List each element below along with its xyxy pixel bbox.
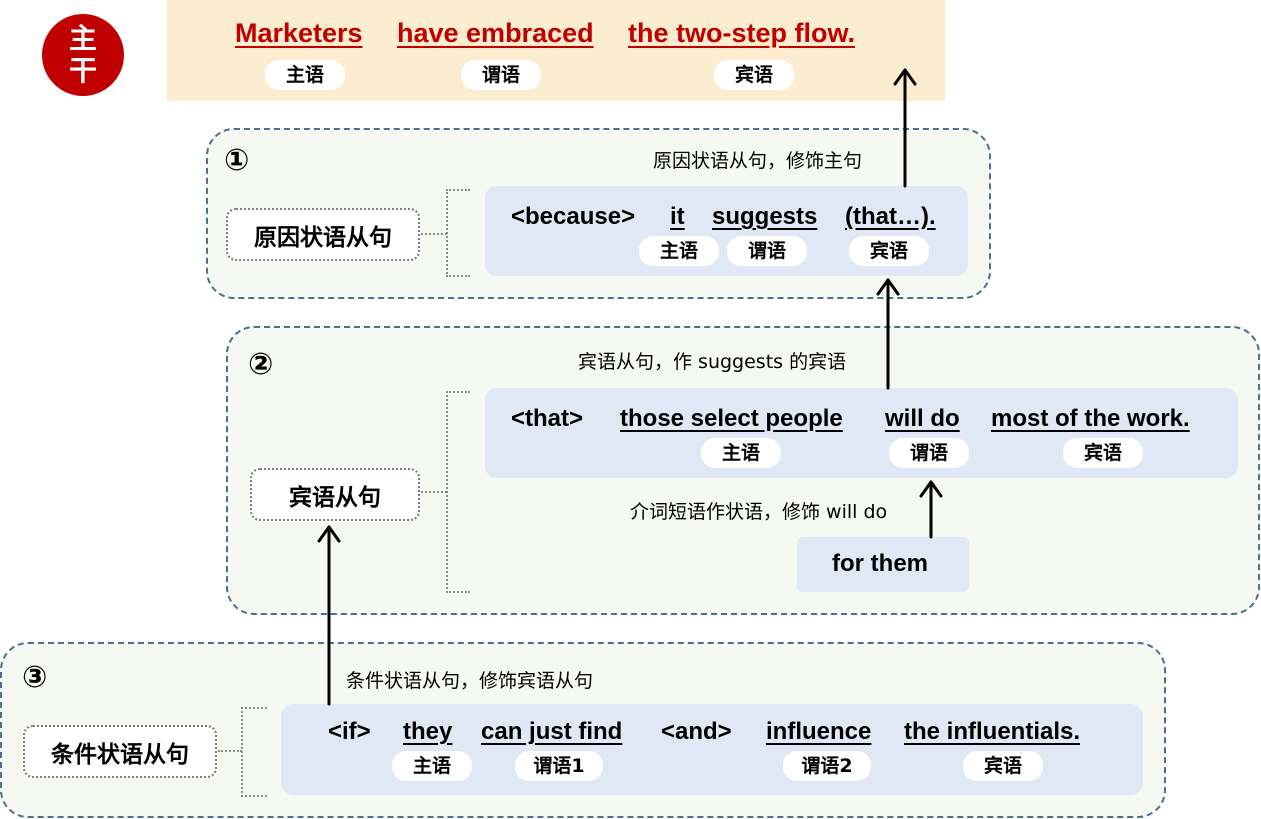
section-3-predicate-1-role: 谓语1 [515, 751, 603, 781]
section-2-sub-phrase: for them [832, 550, 928, 577]
section-1-conjunction: <because> [511, 203, 636, 230]
section-1-object-word: (that…). [845, 203, 936, 230]
main-object-word: the two-step flow. [628, 18, 855, 48]
section-1-object-role: 宾语 [849, 236, 929, 266]
main-predicate-word: have embraced [397, 18, 594, 48]
section-3-object-role: 宾语 [963, 751, 1043, 781]
section-3-bracket [241, 707, 267, 797]
main-object-role: 宾语 [714, 60, 794, 90]
section-1-subject-role: 主语 [639, 236, 719, 266]
section-1-bracket [446, 189, 470, 277]
section-2-conjunction: <that> [511, 405, 584, 432]
section-2-object-role: 宾语 [1063, 438, 1143, 468]
section-3-note: 条件状语从句，修饰宾语从句 [346, 670, 594, 692]
badge-char-1: 主 [68, 22, 97, 55]
arrow-section1-to-main [893, 68, 917, 188]
section-2-subject-word: those select people [620, 405, 843, 432]
section-2-bracket [446, 391, 470, 593]
section-2-connector [421, 491, 447, 493]
section-3-object-word: the influentials. [904, 718, 1081, 745]
section-2-sub-panel [797, 537, 969, 592]
section-2-note: 宾语从句，作 suggests 的宾语 [578, 351, 847, 373]
section-2-predicate-word: will do [885, 405, 960, 432]
section-3-predicate-2-role: 谓语2 [783, 751, 871, 781]
section-1-subject-word: it [670, 203, 685, 230]
section-2-object-word: most of the work. [991, 405, 1190, 432]
section-3-predicate-2-word: influence [766, 718, 872, 745]
section-2-label: 宾语从句 [250, 468, 420, 521]
section-2-number: ② [248, 347, 274, 382]
section-3-conjunction-and: <and> [661, 718, 732, 745]
section-3-subject-role: 主语 [392, 751, 472, 781]
section-3-predicate-1-word: can just find [481, 718, 623, 745]
section-1-predicate-word: suggests [712, 203, 818, 230]
section-1-note: 原因状语从句，修饰主句 [653, 150, 863, 172]
section-2-subject-role: 主语 [701, 438, 781, 468]
badge-char-2: 干 [68, 54, 97, 87]
main-clause-badge: 主 干 [42, 14, 124, 96]
section-3-number: ③ [22, 660, 48, 695]
section-1-connector [421, 233, 447, 235]
section-3-label: 条件状语从句 [23, 725, 217, 778]
section-2-predicate-role: 谓语 [889, 438, 969, 468]
arrow-section3-to-section2 [317, 525, 341, 706]
section-1-predicate-role: 谓语 [727, 236, 807, 266]
section-3-subject-word: they [403, 718, 453, 745]
section-3-connector [218, 750, 242, 752]
section-1-label: 原因状语从句 [226, 208, 420, 261]
arrow-sub-phrase-to-will-do [919, 480, 943, 539]
main-predicate-role: 谓语 [461, 60, 541, 90]
main-subject-role: 主语 [265, 60, 345, 90]
main-subject-word: Marketers [235, 18, 363, 48]
section-2-sub-note: 介词短语作状语，修饰 will do [630, 501, 888, 523]
arrow-section2-to-section1 [876, 278, 900, 390]
section-3-conjunction-if: <if> [328, 718, 371, 745]
section-1-number: ① [224, 143, 250, 178]
